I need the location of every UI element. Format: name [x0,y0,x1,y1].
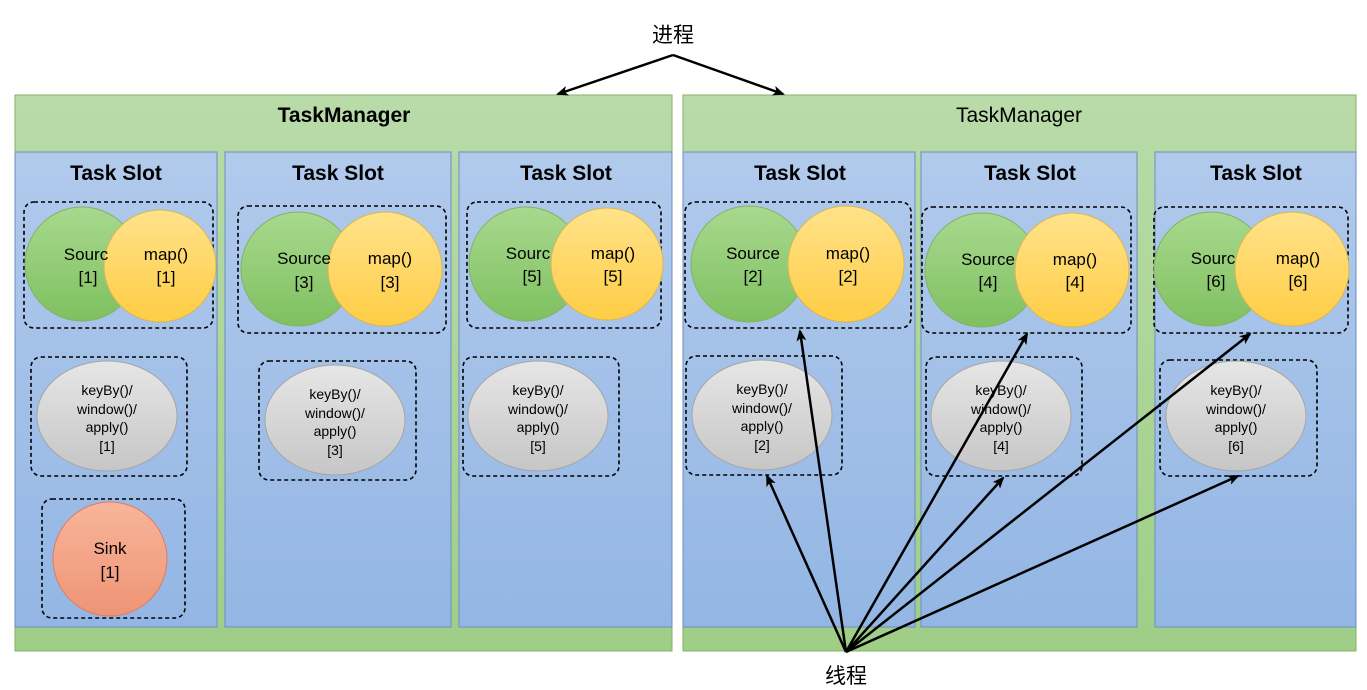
thread-annotation: 线程 [765,329,1252,688]
source-map-group [23,201,214,329]
source-index: [1] [79,268,98,287]
window-line-2: window()/ [970,401,1031,417]
map-index: [5] [604,267,623,286]
process-annotation: 进程 [556,23,785,96]
window-index: [1] [99,438,115,454]
task-slot-6: Task Slot Sourc [6] map() [6] keyBy()/ w… [1153,151,1357,628]
window-node [264,364,406,476]
sink-index: [1] [101,563,120,582]
thread-arrow-2 [796,329,848,653]
window-line-2: window()/ [507,401,568,417]
window-node [36,360,178,472]
map-node [787,205,905,323]
window-index: [5] [530,438,546,454]
map-label: map() [826,244,870,263]
window-line-3: apply() [1215,419,1258,435]
sink-label: Sink [93,539,127,558]
window-node [1165,360,1307,472]
map-index: [3] [381,273,400,292]
window-line-3: apply() [741,418,784,434]
source-index: [2] [744,267,763,286]
task-slot-title: Task Slot [1210,162,1302,185]
map-index: [1] [157,268,176,287]
window-line-3: apply() [980,419,1023,435]
source-label: Source [277,249,331,268]
window-line-1: keyBy()/ [736,381,787,397]
task-slot-1: Task Slot Sourc [1] map() [1] keyBy()/ w… [14,151,218,628]
window-line-1: keyBy()/ [81,382,132,398]
map-label: map() [1053,250,1097,269]
window-index: [6] [1228,438,1244,454]
task-slot-5: Task Slot Sourc [5] map() [5] keyBy()/ w… [458,151,673,628]
window-index: [3] [327,442,343,458]
task-slot-title: Task Slot [984,162,1076,185]
task-slot-4: Task Slot Source [4] map() [4] keyBy()/ … [920,151,1138,628]
source-index: [4] [979,273,998,292]
map-index: [4] [1066,273,1085,292]
thread-arrow-5 [845,474,1240,654]
map-node [550,207,664,321]
map-label: map() [368,249,412,268]
map-index: [2] [839,267,858,286]
sink-node [52,501,168,617]
process-arrow-right [672,53,785,96]
thread-arrow-1 [765,474,848,653]
task-slot-title: Task Slot [754,162,846,185]
source-index: [6] [1207,272,1226,291]
window-line-3: apply() [314,423,357,439]
source-map-group [237,205,447,334]
window-line-2: window()/ [76,401,137,417]
window-line-1: keyBy()/ [1210,382,1261,398]
thread-arrow-4 [844,332,1029,653]
source-index: [3] [295,273,314,292]
window-line-1: keyBy()/ [309,386,360,402]
map-node [103,209,217,323]
map-index: [6] [1289,272,1308,291]
window-line-1: keyBy()/ [975,382,1026,398]
window-line-3: apply() [86,419,129,435]
map-node [1014,212,1130,328]
source-label: Sourc [64,245,109,264]
window-line-1: keyBy()/ [512,382,563,398]
window-line-3: apply() [517,419,560,435]
map-node [1234,211,1350,327]
task-slot-title: Task Slot [520,162,612,185]
window-line-2: window()/ [1205,401,1266,417]
process-label: 进程 [652,23,694,47]
window-group [258,360,417,481]
task-slot-2: Task Slot Source [2] map() [2] keyBy()/ … [682,151,916,628]
source-map-group [684,201,912,329]
source-label: Source [961,250,1015,269]
task-manager-2: TaskManager Task Slot Source [2] map() [… [682,94,1357,652]
task-manager-title: TaskManager [956,104,1082,127]
source-map-group [466,201,662,329]
task-manager-title: TaskManager [278,104,411,127]
window-line-2: window()/ [731,400,792,416]
window-index: [4] [993,438,1009,454]
sink-group [41,498,186,619]
source-label: Sourc [506,244,551,263]
window-line-2: window()/ [304,405,365,421]
task-slot-3: Task Slot Source [3] map() [3] keyBy()/ … [224,151,452,628]
task-slot-title: Task Slot [70,162,162,185]
process-arrow-left [556,53,674,96]
task-slot-title: Task Slot [292,162,384,185]
source-label: Source [726,244,780,263]
window-node [467,360,609,472]
source-label: Sourc [1191,249,1236,268]
map-label: map() [1276,249,1320,268]
thread-label: 线程 [825,664,867,688]
map-label: map() [591,244,635,263]
thread-arrow-6 [845,332,1252,653]
map-label: map() [144,245,188,264]
window-node [691,359,833,471]
source-index: [5] [523,267,542,286]
thread-arrow-3 [845,476,1005,653]
window-index: [2] [754,437,770,453]
map-node [327,211,443,327]
task-manager-1: TaskManager Task Slot Sourc [1] map() [1… [14,94,673,652]
